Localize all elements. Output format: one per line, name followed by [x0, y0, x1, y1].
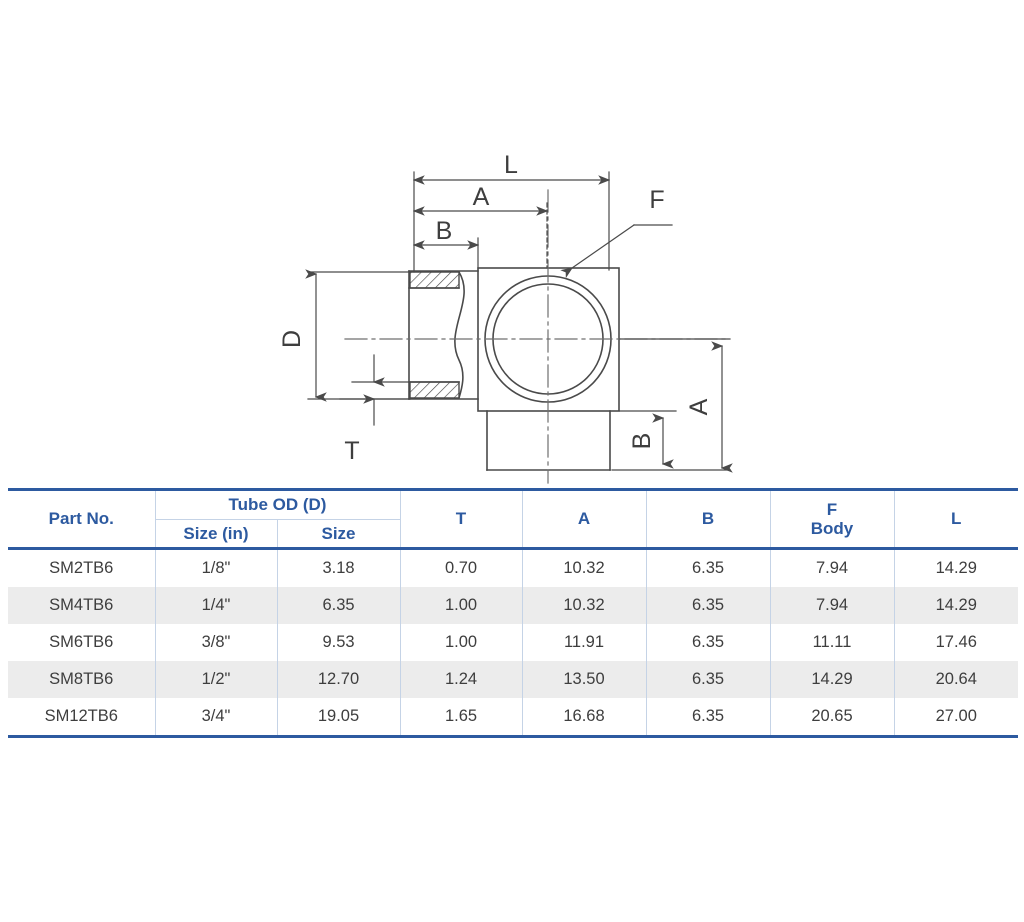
- header-tube-od: Tube OD (D): [154, 488, 401, 520]
- cell-t: 1.00: [399, 624, 523, 662]
- label-B-top: B: [436, 217, 453, 245]
- cell-a: 11.91: [521, 624, 647, 662]
- label-D: D: [278, 330, 306, 348]
- cell-l: 20.64: [893, 661, 1018, 699]
- dimension-B-right: [619, 410, 677, 469]
- cell-a: 16.68: [521, 698, 647, 739]
- cell-part-no: SM2TB6: [8, 547, 156, 588]
- cell-l: 14.29: [893, 587, 1018, 625]
- dimension-T: [339, 354, 411, 426]
- header-part-no: Part No.: [8, 487, 156, 549]
- cell-size-in: 3/4": [154, 698, 278, 739]
- tube-bore-lines: [408, 287, 460, 383]
- cell-a: 13.50: [521, 661, 647, 699]
- cell-size-mm: 12.70: [276, 661, 401, 699]
- header-size-mm: Size: [276, 518, 400, 549]
- cell-b: 6.35: [645, 624, 771, 662]
- specification-table: Part No. Tube OD (D) T A B F Body L Size…: [8, 487, 1018, 739]
- dimension-D: [305, 269, 411, 402]
- header-t: T: [399, 487, 523, 549]
- cell-a: 10.32: [521, 547, 647, 588]
- cell-size-in: 1/4": [154, 587, 278, 625]
- header-f-body: F Body: [769, 487, 895, 549]
- label-A-top: A: [473, 183, 490, 211]
- table-head: Part No. Tube OD (D) T A B F Body L Size…: [8, 487, 1018, 549]
- tube-wall-hatching: [409, 271, 460, 399]
- cell-a: 10.32: [521, 587, 647, 625]
- table-header-row-1: Part No. Tube OD (D) T A B F Body L: [8, 487, 1018, 549]
- cell-t: 1.65: [399, 698, 523, 739]
- break-line: [454, 270, 465, 399]
- cell-l: 14.29: [893, 547, 1018, 588]
- cell-f: 11.11: [769, 624, 895, 662]
- cell-f: 7.94: [769, 547, 895, 588]
- header-b: B: [645, 487, 771, 549]
- cell-part-no: SM8TB6: [8, 661, 156, 699]
- label-A-right: A: [685, 398, 713, 415]
- cell-part-no: SM12TB6: [8, 698, 156, 739]
- specification-table-container: Part No. Tube OD (D) T A B F Body L Size…: [8, 487, 1018, 739]
- cell-size-in: 3/8": [154, 624, 278, 662]
- cell-size-mm: 19.05: [276, 698, 401, 739]
- label-L: L: [504, 151, 518, 179]
- leader-F: [560, 224, 673, 279]
- dimension-A-top: [412, 202, 549, 269]
- cell-b: 6.35: [645, 547, 771, 588]
- dimension-B-top: [412, 237, 480, 269]
- tube-run-outline: [408, 270, 479, 400]
- cell-t: 1.00: [399, 587, 523, 625]
- cell-size-mm: 3.18: [276, 547, 401, 588]
- cell-l: 17.46: [893, 624, 1018, 662]
- cell-size-mm: 9.53: [276, 624, 401, 662]
- cell-b: 6.35: [645, 698, 771, 739]
- center-lines: [344, 189, 731, 484]
- cell-l: 27.00: [893, 698, 1018, 739]
- header-f-line1: F: [826, 499, 838, 519]
- dimension-L: [412, 171, 611, 273]
- cell-size-mm: 6.35: [276, 587, 401, 625]
- header-size-in: Size (in): [155, 518, 278, 549]
- cell-size-in: 1/8": [154, 547, 278, 588]
- header-f-line2: Body: [810, 519, 854, 539]
- cell-b: 6.35: [645, 661, 771, 699]
- cell-t: 0.70: [399, 547, 523, 588]
- table-header-row-2: Size (in) Size: [8, 518, 1018, 549]
- cell-part-no: SM4TB6: [8, 587, 156, 625]
- header-l: L: [893, 487, 1018, 549]
- dimension-A-right: [611, 338, 733, 473]
- cell-b: 6.35: [645, 587, 771, 625]
- header-a: A: [521, 487, 647, 549]
- cell-part-no: SM6TB6: [8, 624, 156, 662]
- technical-drawing-panel: L A B D T F A B: [278, 151, 733, 484]
- label-F: F: [649, 186, 664, 214]
- cell-f: 20.65: [769, 698, 895, 739]
- cell-f: 14.29: [769, 661, 895, 699]
- cell-t: 1.24: [399, 661, 523, 699]
- cell-f: 7.94: [769, 587, 895, 625]
- label-B-right: B: [628, 433, 656, 450]
- cell-size-in: 1/2": [154, 661, 278, 699]
- label-T: T: [344, 437, 359, 465]
- fitting-cross-section-svg: L A B D T F A B: [278, 151, 733, 484]
